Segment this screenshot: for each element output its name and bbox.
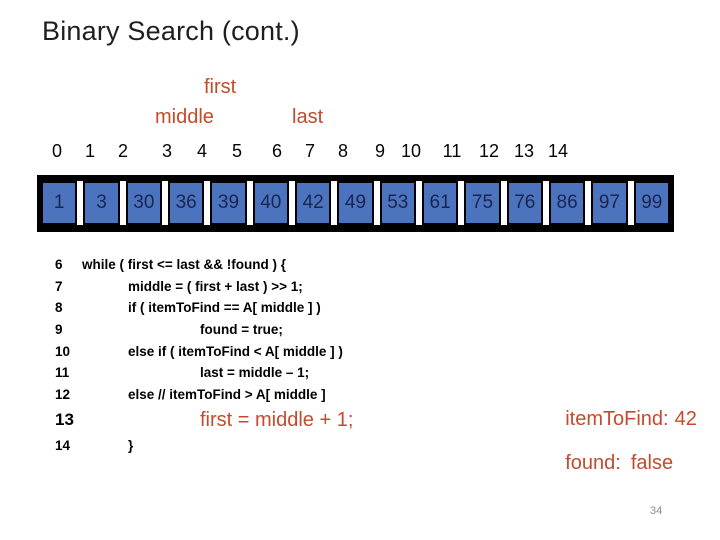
pointer-label-first: first	[204, 76, 237, 98]
array-cell: 53	[379, 181, 416, 225]
found-value: false	[630, 452, 674, 474]
array-cell: 49	[337, 181, 374, 225]
array-cell: 61	[421, 181, 459, 225]
code-text: middle = ( first + last ) >> 1;	[128, 278, 303, 294]
array-cell: 3	[83, 181, 120, 225]
status-item-to-find: itemToFind:42	[543, 385, 697, 454]
array-cell: 99	[633, 181, 670, 225]
array-index: 0	[51, 141, 63, 161]
code-line: 14}	[0, 438, 540, 460]
array-index: 7	[304, 141, 316, 161]
code-line: 13 first = middle + 1;	[0, 409, 540, 438]
code-text: while ( first <= last && !found ) {	[82, 257, 287, 272]
code-text: else // itemToFind > A[ middle ]	[128, 387, 326, 403]
array-cell: 30	[125, 181, 162, 225]
array-index: 3	[161, 141, 173, 161]
code-line-number: 9	[55, 322, 63, 338]
code-line: 6 while ( first <= last && !found ) {	[0, 257, 540, 279]
array-index: 2	[117, 141, 129, 161]
code-line-number: 7	[55, 278, 63, 294]
array-cell: 1	[41, 181, 78, 225]
code-line-number: 11	[55, 365, 70, 381]
code-text: first = middle + 1;	[200, 408, 354, 431]
slide-title: Binary Search (cont.)	[42, 16, 300, 46]
array-cell: 97	[591, 181, 628, 225]
array-index: 1	[84, 141, 96, 161]
code-line-number: 6	[55, 257, 63, 272]
array-cell: 42	[294, 181, 332, 225]
page-number: 34	[650, 505, 663, 517]
array-cell: 39	[210, 181, 247, 225]
array-index: 14	[547, 141, 569, 161]
code-line: 12 else // itemToFind > A[ middle ]	[0, 387, 540, 409]
code-line: 11 last = middle – 1;	[0, 365, 540, 387]
pointer-label-last: last	[292, 106, 324, 128]
array-index: 5	[231, 141, 243, 161]
array-index: 11	[442, 141, 462, 161]
array-index: 10	[400, 141, 422, 161]
pointer-label-middle: middle	[155, 106, 214, 128]
code-text: last = middle – 1;	[200, 365, 310, 381]
code-block: 6 while ( first <= last && !found ) { 7 mid…	[0, 257, 540, 460]
array-cell: 40	[252, 181, 289, 225]
status-found: found: false	[543, 429, 673, 498]
array-index: 6	[271, 141, 283, 161]
array-index: 8	[337, 141, 349, 161]
code-line-number: 8	[55, 300, 63, 316]
found-label: found:	[565, 452, 621, 474]
array-index: 12	[478, 141, 500, 161]
code-line: 8 if ( itemToFind == A[ middle ] )	[0, 300, 540, 322]
array-index: 9	[374, 141, 386, 161]
code-text: if ( itemToFind == A[ middle ] )	[128, 300, 321, 316]
array-cell: 76	[506, 181, 543, 225]
code-line: 9 found = true;	[0, 322, 540, 344]
code-line-number: 12	[55, 387, 71, 403]
array-index: 4	[196, 141, 208, 161]
code-text: }	[128, 437, 134, 453]
array-index: 13	[513, 141, 535, 161]
code-line: 10 else if ( itemToFind < A[ middle ] )	[0, 344, 540, 366]
code-text: else if ( itemToFind < A[ middle ] )	[128, 343, 343, 359]
code-text: found = true;	[200, 322, 283, 338]
array-cell: 75	[464, 181, 501, 225]
code-line-number: 10	[55, 343, 71, 359]
code-line-number: 14	[55, 437, 71, 453]
item-to-find-label: itemToFind:	[565, 408, 669, 430]
code-line-number: 13	[55, 409, 74, 429]
code-line: 7 middle = ( first + last ) >> 1;	[0, 279, 540, 301]
item-to-find-value: 42	[674, 408, 697, 430]
array-cell: 86	[548, 181, 586, 225]
array-cell: 36	[167, 181, 205, 225]
